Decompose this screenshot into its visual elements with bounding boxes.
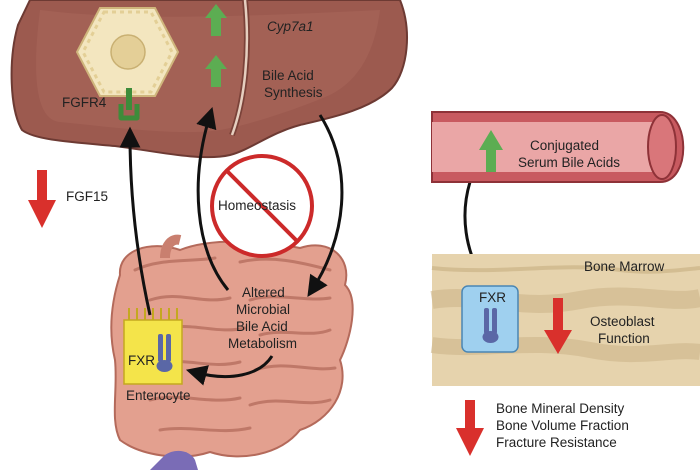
fxr-receptor-icon	[156, 334, 173, 372]
bone-outcome-1: Bone Mineral Density	[496, 401, 625, 416]
bile-acid-synthesis-line2: Synthesis	[264, 85, 323, 100]
fxr-bone-label: FXR	[479, 290, 506, 305]
arrow-liver-to-metabolism	[307, 114, 344, 298]
enterocyte-label: Enterocyte	[126, 388, 191, 403]
colon-fragment-icon	[150, 450, 198, 470]
fgfr4-label: FGFR4	[62, 95, 107, 110]
bone-outcome-3: Fracture Resistance	[496, 435, 617, 450]
down-arrow-icon	[28, 170, 56, 228]
altered-line2: Microbial	[236, 302, 290, 317]
intestine-icon	[110, 234, 354, 458]
fgfr4-receptor-icon	[118, 88, 140, 121]
arrow-metabolism-to-liver	[196, 106, 230, 291]
flow-arrows	[119, 106, 489, 386]
fxr-bone-receptor-icon	[482, 308, 499, 343]
serum-up-arrow-icon	[479, 130, 503, 172]
fgf15-label: FGF15	[66, 189, 108, 204]
osteoblast-line2: Function	[598, 331, 650, 346]
homeostasis-label: Homeostasis	[218, 198, 296, 213]
osteoblast-cell-icon	[461, 285, 519, 353]
liver-icon	[10, 0, 408, 159]
enterocyte-icon	[123, 308, 183, 385]
conjugated-line2: Serum Bile Acids	[518, 155, 620, 170]
cyp7a1-label: Cyp7a1	[267, 19, 314, 34]
bone-marrow-label: Bone Marrow	[584, 259, 665, 274]
altered-line1: Altered	[242, 285, 285, 300]
bone-down-arrow-icon	[456, 400, 484, 456]
fxr-enterocyte-label: FXR	[128, 353, 155, 368]
up-arrow-icon	[205, 4, 227, 87]
bone-outcome-2: Bone Volume Fraction	[496, 418, 629, 433]
arrow-enterocyte-to-fgfr4	[119, 126, 152, 316]
osteoblast-line1: Osteoblast	[590, 314, 655, 329]
arrow-metabolism-to-enterocyte	[185, 355, 274, 386]
altered-line3: Bile Acid	[236, 319, 288, 334]
conjugated-line1: Conjugated	[530, 138, 599, 153]
hepatocyte-icon	[75, 7, 180, 97]
osteoblast-down-arrow-icon	[544, 298, 572, 354]
no-sign-icon	[210, 154, 314, 258]
bile-acid-synthesis-line1: Bile Acid	[262, 68, 314, 83]
altered-line4: Metabolism	[228, 336, 297, 351]
